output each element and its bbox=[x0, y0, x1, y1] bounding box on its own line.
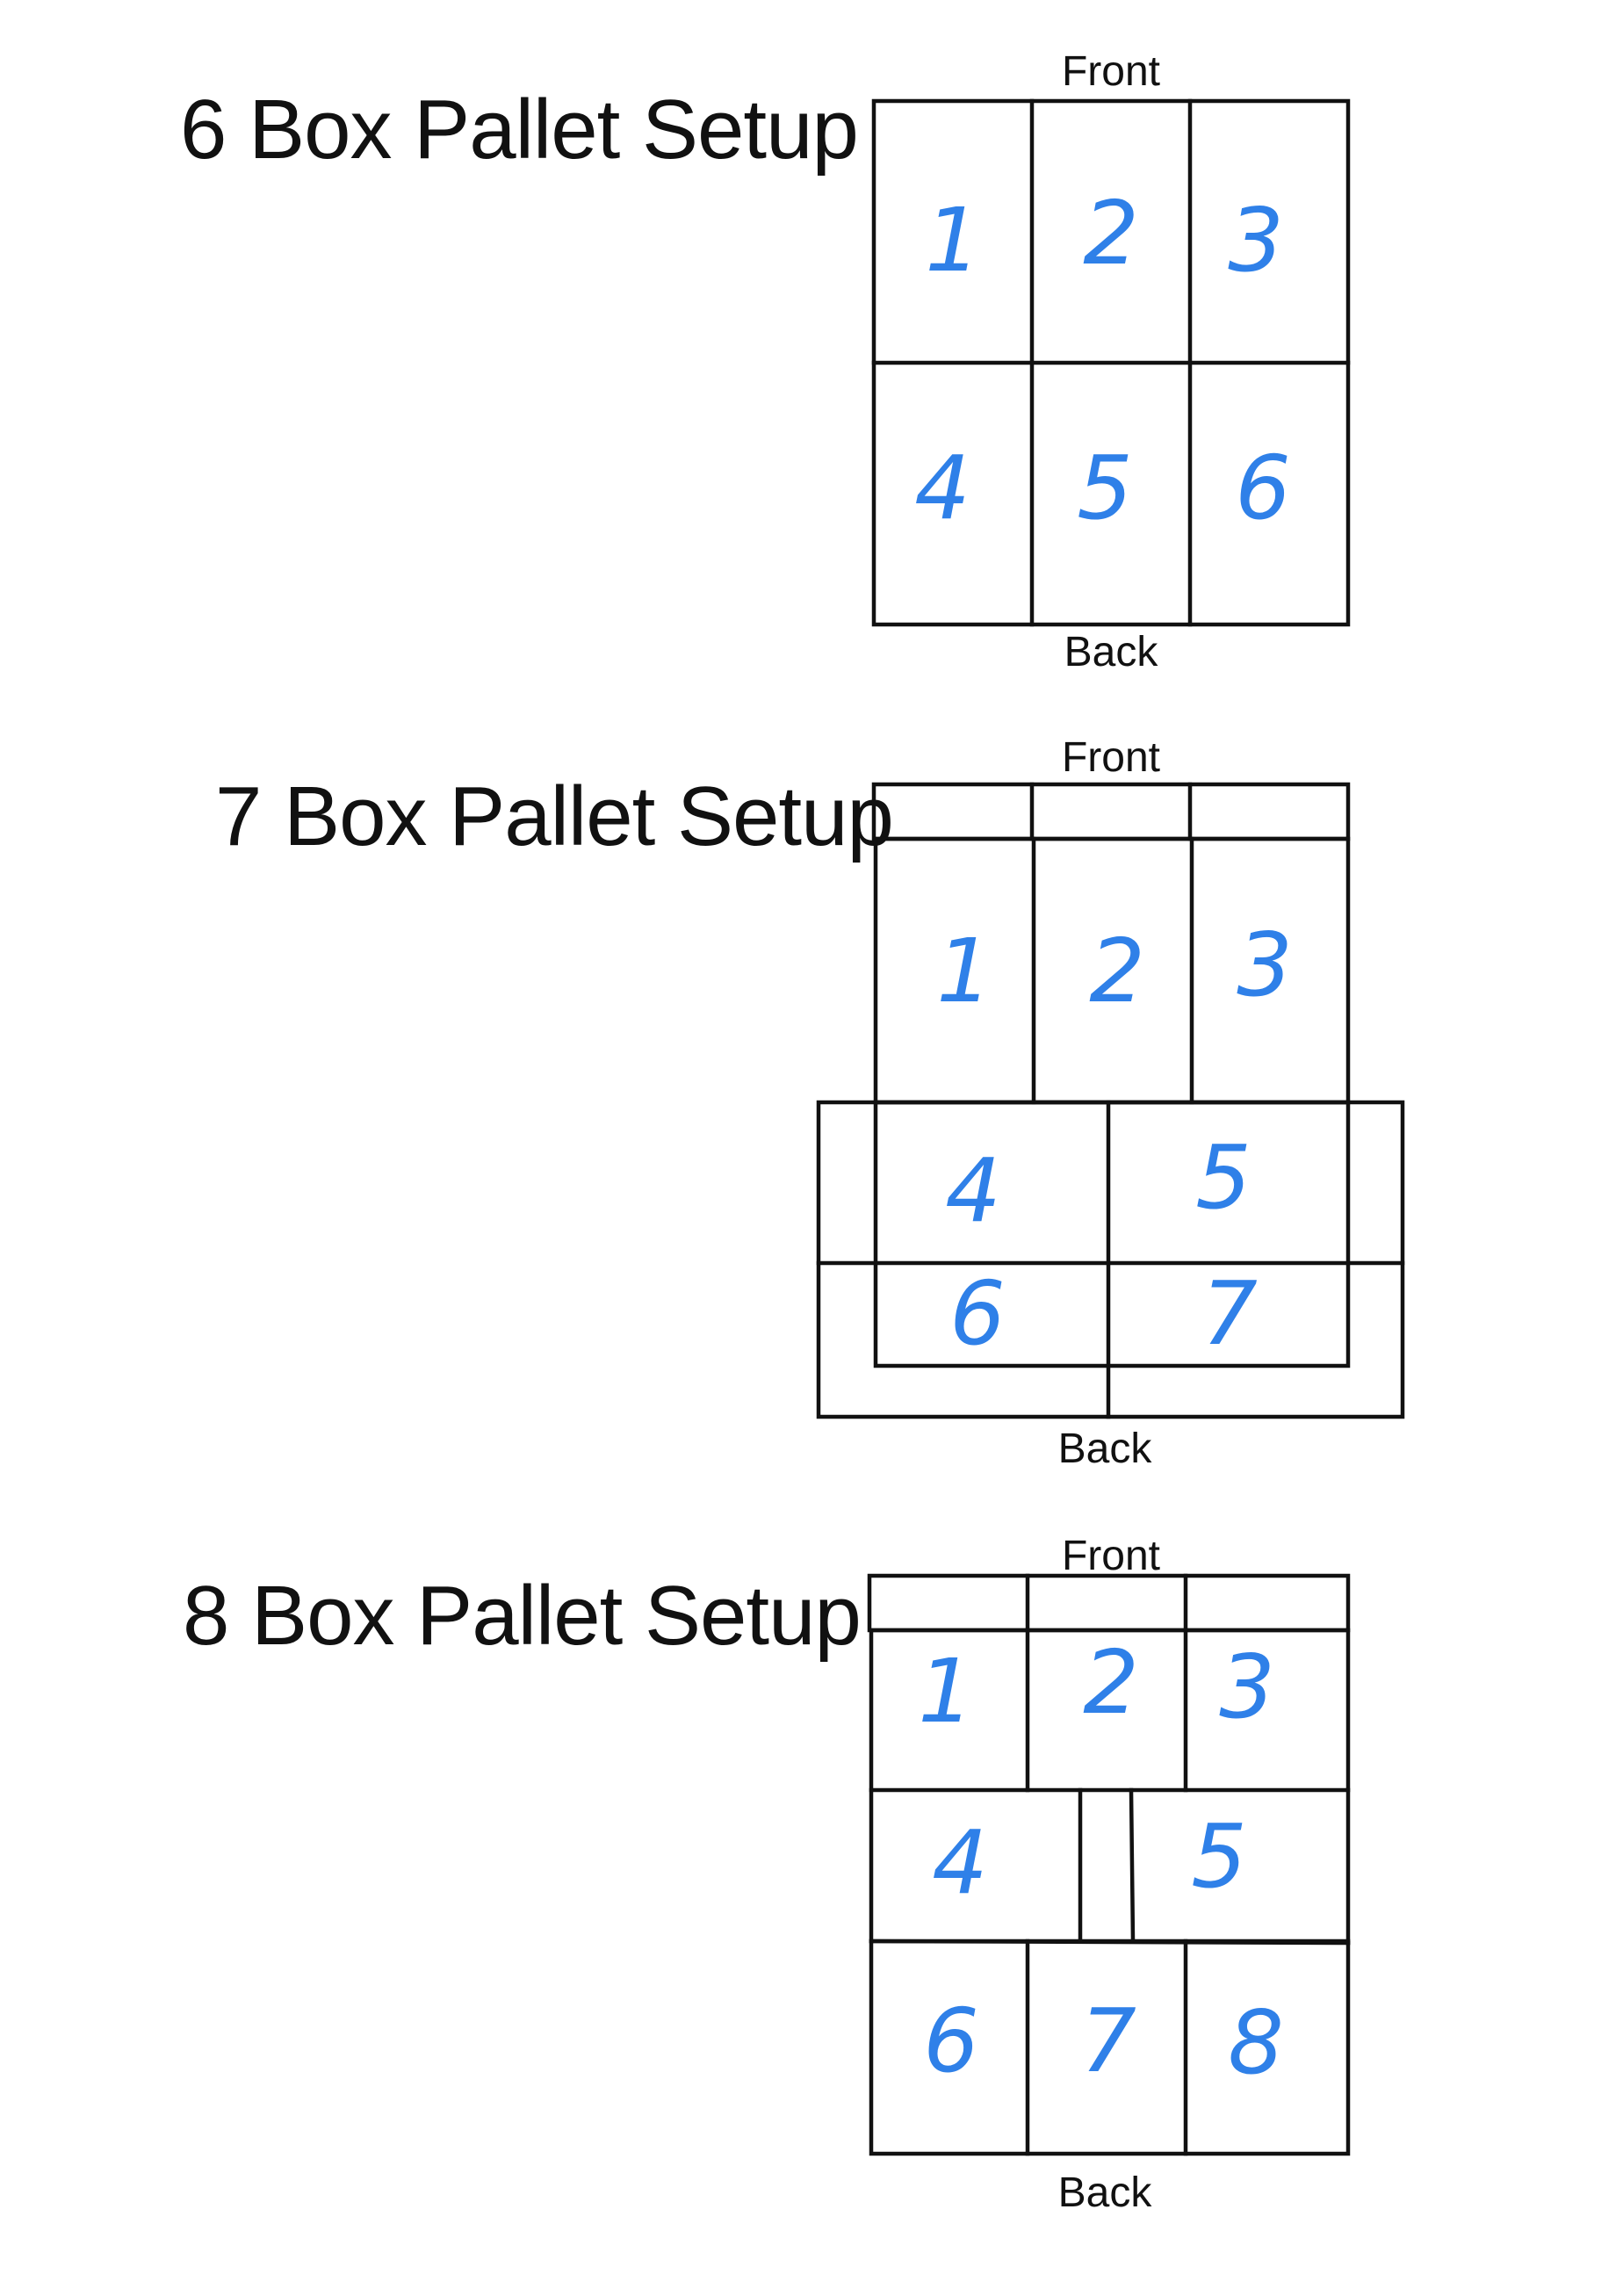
setup-6-box: 6 Box Pallet Setup Front 1 2 3 4 5 6 Bac… bbox=[180, 48, 1351, 675]
setup-6-box-1: 1 bbox=[925, 189, 981, 292]
setup-6-box-5: 5 bbox=[1077, 437, 1133, 539]
setup-6-box-2: 2 bbox=[1083, 182, 1139, 285]
setup-6-box-3: 3 bbox=[1228, 189, 1284, 292]
setup-8-box-3: 3 bbox=[1219, 1635, 1275, 1738]
setup-8-box-6: 6 bbox=[923, 1989, 979, 2092]
setup-8-box-2: 2 bbox=[1083, 1631, 1139, 1734]
setup-7-box: 7 Box Pallet Setup Front 1 2 3 4 5 6 7 B… bbox=[215, 734, 1405, 1472]
setup-7-box-5: 5 bbox=[1195, 1126, 1252, 1229]
setup-6-box-4: 4 bbox=[914, 437, 970, 539]
setup-6-back-label: Back bbox=[1064, 629, 1159, 675]
setup-7-box-1: 1 bbox=[936, 920, 992, 1022]
setup-6-title: 6 Box Pallet Setup bbox=[180, 83, 858, 177]
setup-8-box-4: 4 bbox=[932, 1811, 988, 1914]
setup-8-box: 8 Box Pallet Setup Front 1 2 3 4 5 bbox=[183, 1533, 1351, 2216]
setup-7-box-4: 4 bbox=[945, 1139, 1001, 1242]
setup-7-box-2: 2 bbox=[1089, 920, 1145, 1022]
setup-7-back-label: Back bbox=[1058, 1426, 1153, 1472]
setup-7-title: 7 Box Pallet Setup bbox=[215, 769, 893, 863]
setup-8-box-7: 7 bbox=[1080, 1989, 1136, 2092]
setup-7-box-6: 6 bbox=[949, 1262, 1006, 1365]
setup-7-pallet-outline bbox=[816, 782, 1405, 1419]
setup-8-box-5: 5 bbox=[1191, 1805, 1247, 1908]
setup-6-box-6: 6 bbox=[1235, 437, 1291, 539]
setup-7-box-7: 7 bbox=[1201, 1262, 1258, 1365]
setup-7-front-label: Front bbox=[1062, 734, 1160, 781]
setup-6-pallet-outline bbox=[871, 98, 1351, 627]
setup-8-front-label: Front bbox=[1062, 1533, 1160, 1579]
setup-6-front-label: Front bbox=[1062, 48, 1160, 95]
setup-8-title: 8 Box Pallet Setup bbox=[183, 1569, 861, 1663]
setup-7-box-3: 3 bbox=[1237, 913, 1293, 1016]
setup-8-pallet-outline bbox=[867, 1573, 1351, 2156]
setup-8-box-1: 1 bbox=[918, 1640, 974, 1743]
setup-8-back-label: Back bbox=[1058, 2170, 1153, 2216]
setup-8-box-8: 8 bbox=[1228, 1991, 1284, 2094]
